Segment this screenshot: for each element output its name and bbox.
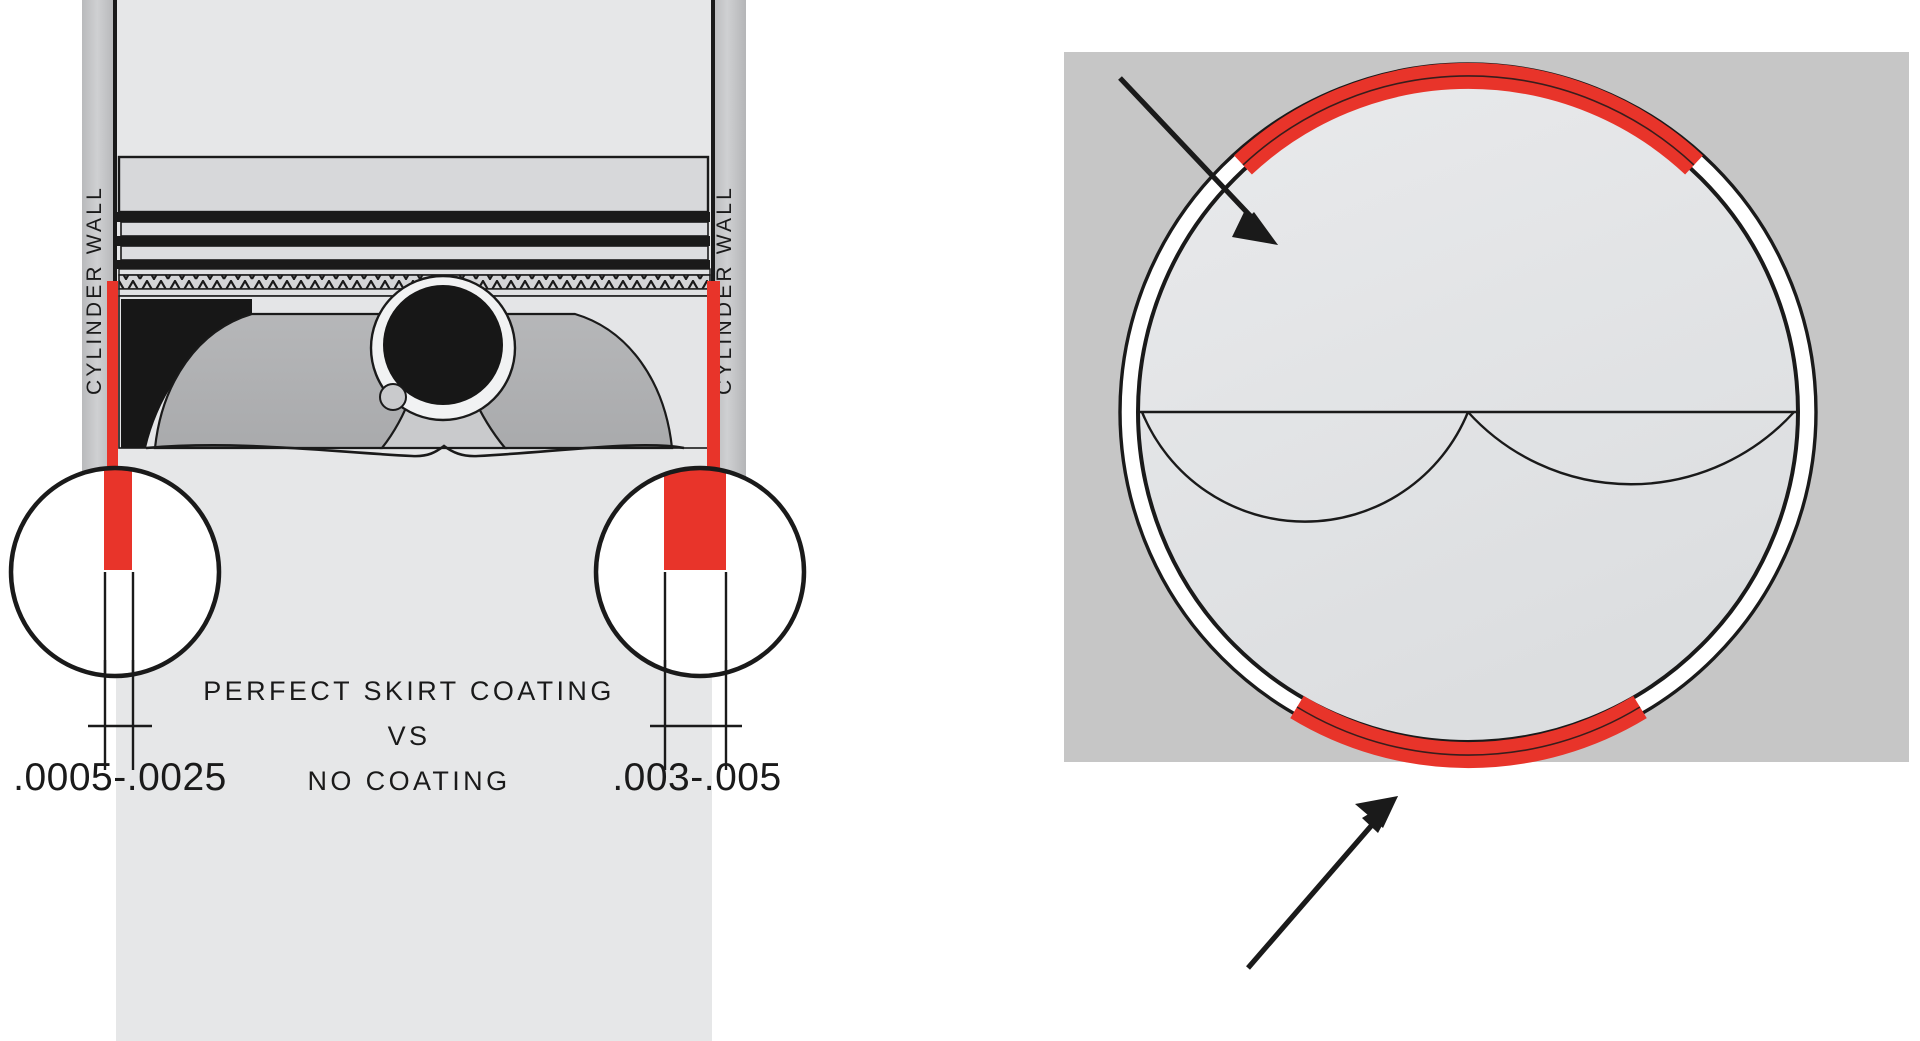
ring-groove-2 — [117, 236, 710, 246]
cylinder-wall-label-left: CYLINDER WALL — [83, 185, 106, 395]
oil-drain-hole — [379, 383, 407, 411]
magnified-coating-left — [104, 468, 132, 570]
piston-crown — [117, 155, 711, 297]
compression-ring-2 — [120, 245, 709, 261]
skirt-crescent-left — [1140, 411, 1470, 523]
caption-line-1: PERFECT SKIRT COATING — [203, 676, 614, 706]
wrist-pin-bore — [383, 285, 503, 405]
compression-ring-1 — [120, 221, 709, 237]
arrow-bottom-coating — [1246, 796, 1398, 970]
ring-groove-1 — [117, 212, 710, 222]
magnifier-circle-right — [593, 465, 807, 679]
caption-line-3: NO COATING — [307, 766, 510, 796]
arrow-top-coating — [1118, 76, 1278, 245]
piston-top-view — [1118, 62, 1818, 769]
magnifier-circle-left — [8, 465, 222, 679]
clearance-label-right: .003-.005 — [612, 756, 781, 799]
ring-groove-3 — [117, 260, 710, 269]
clearance-label-left: .0005-.0025 — [13, 756, 227, 799]
dimension-left: .0005-.0025 — [13, 660, 227, 799]
dimension-right: .003-.005 — [612, 660, 781, 799]
skirt-crescent-right — [1467, 411, 1795, 486]
coating-strip-left — [107, 281, 118, 573]
figure-caption: PERFECT SKIRT COATING VS NO COATING — [203, 676, 614, 796]
skirt-bottom-contour — [145, 444, 685, 458]
magnifier-left — [8, 465, 222, 679]
no-coating-gap — [121, 299, 252, 448]
piston-skirt-assembly — [118, 274, 709, 458]
magnified-coating-right — [664, 468, 726, 570]
caption-line-2: VS — [388, 721, 431, 751]
